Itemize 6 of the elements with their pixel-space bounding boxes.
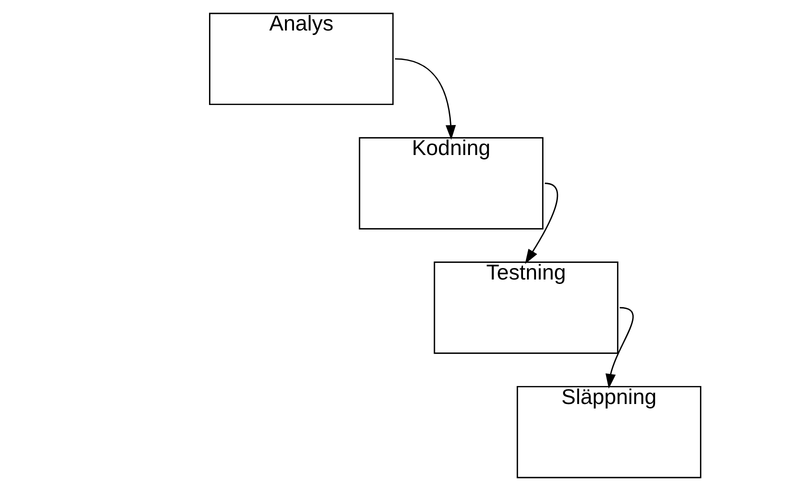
arrow — [606, 307, 634, 389]
arrow — [394, 58, 456, 140]
node-box: Analys — [209, 12, 394, 106]
node-box: Släppning — [516, 386, 702, 478]
node-box: Testning — [434, 262, 618, 354]
node-box: Kodning — [358, 137, 544, 230]
